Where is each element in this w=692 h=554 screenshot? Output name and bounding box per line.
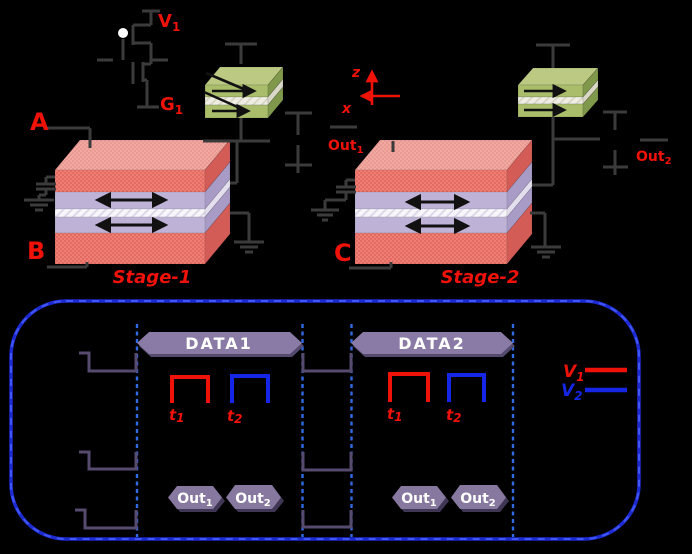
mtj2-bottom-wire: [532, 117, 600, 187]
terminal-b-label: B: [27, 237, 45, 265]
axis-x-label: x: [341, 101, 352, 117]
hexagon-shape: [226, 485, 281, 509]
terminal-a-label: A: [30, 108, 49, 136]
stack-side-face: [506, 202, 533, 265]
stack-layer-white: [354, 208, 508, 218]
supply-label: V1: [158, 11, 180, 34]
nmos-body: [141, 60, 153, 93]
terminal-c-wire: [349, 262, 393, 270]
data2-banner: DATA2: [351, 332, 515, 357]
hexagon-shape: [392, 486, 446, 509]
hexagon-label: Out1: [177, 491, 213, 509]
ground-icon: [531, 245, 561, 259]
mtj1-bottom-wire: [203, 118, 270, 185]
stage1-left-nmos: [36, 175, 56, 200]
v2-pulse: [230, 374, 270, 403]
v1-pulse: [170, 375, 210, 403]
ground-icon: [24, 198, 54, 212]
t2-label: t2: [227, 407, 243, 426]
waveform-row1-mid: [301, 353, 353, 373]
capacitor-2: [603, 110, 628, 175]
stage1-right-ground-wire: [230, 211, 251, 242]
gate-label: G1: [160, 94, 183, 117]
v1-pulse: [388, 372, 430, 402]
t1-label: t1: [169, 406, 185, 425]
mtj-side-face: [267, 86, 284, 119]
timing-box-border: [9, 299, 641, 541]
waveform-row3-mid: [301, 510, 353, 529]
hexagon-label: Out2: [235, 491, 271, 509]
terminal-b-wire: [47, 262, 89, 269]
interconnect-wires: [24, 110, 668, 270]
capacitor-1: [285, 111, 312, 173]
out1-hexagon: Out1: [168, 486, 225, 512]
banner-shape: [137, 332, 302, 354]
stack-top-face: [54, 139, 231, 171]
data1-banner: DATA1: [137, 332, 304, 357]
waveform-row2-left: [79, 450, 138, 471]
green-mtj-2: [517, 43, 599, 118]
t2-label: t2: [446, 406, 462, 425]
transmission-gate-symbol: [97, 9, 168, 109]
hexagon-label: Out2: [460, 491, 496, 509]
legend-v2-label: V2: [561, 381, 583, 403]
banner-shape: [351, 332, 513, 354]
hexagon-shape: [451, 485, 506, 509]
voltage-legend: V1 V2: [561, 362, 627, 403]
stage1-label: Stage-1: [113, 267, 192, 288]
wire: [131, 9, 160, 60]
banner-label: DATA1: [185, 334, 253, 353]
stack-layer-red-bottom: [354, 232, 508, 265]
out1-label: Out1: [328, 138, 364, 156]
coordinate-axes: [359, 69, 400, 105]
out2-hexagon: Out2: [226, 485, 284, 512]
stack-top-face: [354, 139, 533, 171]
out2-label: Out2: [636, 149, 672, 167]
out2-hexagon: Out2: [451, 485, 509, 512]
stage2-stack: [354, 139, 533, 265]
t1-label: t1: [387, 405, 403, 424]
hexagon-label: Out1: [401, 491, 437, 509]
mtj-side-face: [582, 86, 599, 118]
axis-z-label: z: [351, 65, 361, 81]
out1-hexagon: Out1: [392, 486, 449, 512]
stack-layer-red-top: [354, 169, 508, 193]
switch-trajectory: [203, 90, 243, 111]
mtj-layer-barrier: [517, 96, 584, 105]
stage2-label: Stage-2: [441, 267, 520, 288]
timing-diagram: DATA1 DATA2 t1 t2 t1 t2 Out1 Out2: [9, 299, 641, 541]
stage1-stack: [54, 139, 231, 265]
stack-layer-red-top: [54, 169, 206, 193]
waveform-row1-left: [79, 351, 138, 373]
stack-layer-red-bottom: [54, 232, 206, 265]
terminal-c-label: C: [334, 239, 352, 267]
stack-side-face: [204, 202, 231, 265]
green-mtj-1: [203, 42, 284, 119]
stage2-left-nmos: [323, 178, 356, 210]
waveform-row3-left: [75, 508, 138, 530]
terminal-bar: [225, 42, 257, 64]
hexagon-shape: [168, 486, 222, 509]
timing-box-border-dash: [10, 300, 640, 540]
terminal-bar: [536, 43, 570, 68]
legend-v1-label: V1: [563, 362, 585, 384]
ground-icon: [234, 240, 264, 254]
terminal-a-wire: [45, 126, 92, 148]
switch-trajectory: [205, 71, 247, 92]
stack-layer-white: [54, 208, 206, 218]
pmos-bubble-icon: [118, 28, 128, 38]
ground-icon: [311, 208, 339, 222]
gate-terminal: [137, 93, 159, 109]
v2-pulse: [447, 373, 486, 402]
mtj-layer-barrier: [204, 96, 269, 106]
waveform-row2-mid: [301, 452, 353, 472]
banner-label: DATA2: [398, 334, 466, 353]
stage2-right-ground-wire: [530, 211, 547, 247]
